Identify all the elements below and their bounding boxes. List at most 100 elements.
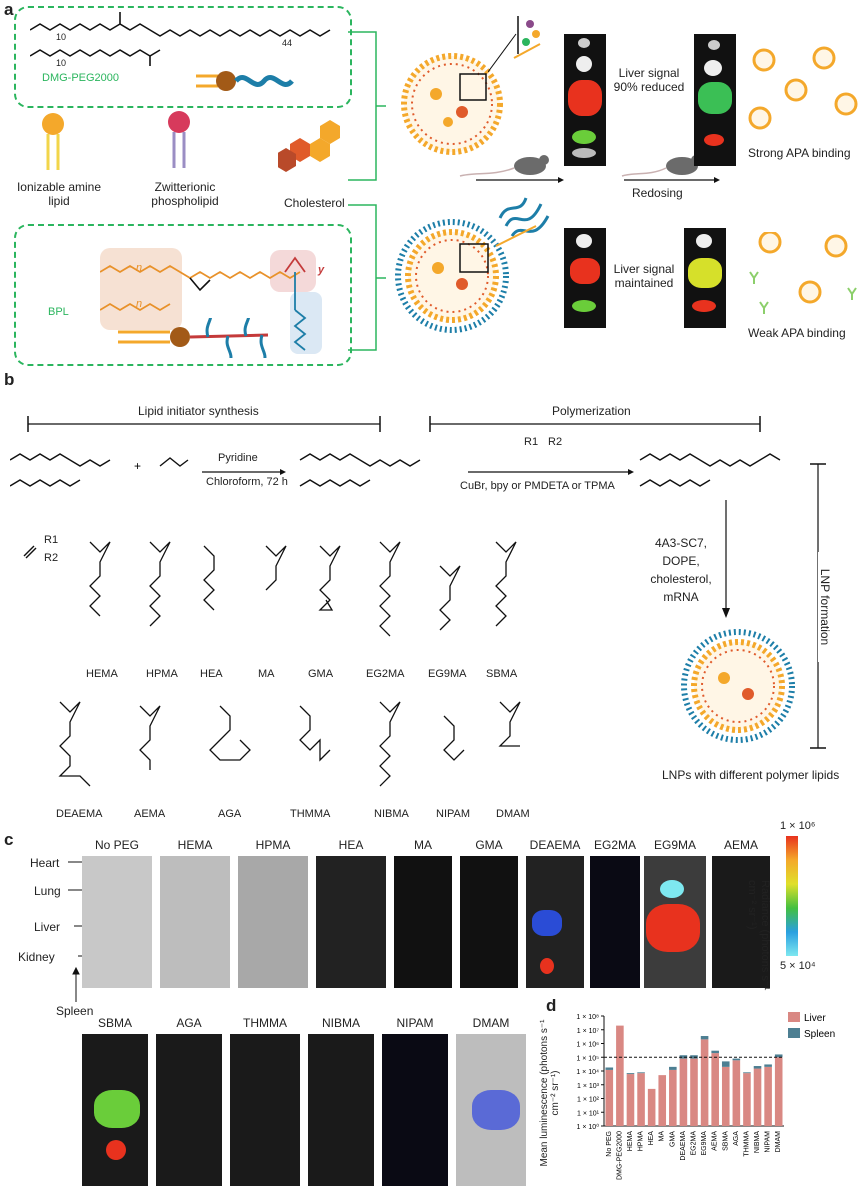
img-label-thmma: THMMA	[243, 1016, 287, 1030]
cholesterol-icon	[278, 120, 340, 172]
bar-liver	[743, 1073, 751, 1126]
zwitterionic-label: Zwitterionic phospholipid	[151, 180, 219, 208]
scale-min: 5 × 10⁴	[780, 960, 816, 972]
bar-liver	[669, 1069, 677, 1126]
x-tick-label: AEMA	[712, 1131, 719, 1151]
x-tick-label: GMA	[669, 1131, 676, 1147]
panel-a-letter: a	[4, 0, 14, 19]
bar-spleen	[626, 1073, 635, 1075]
x-tick-label: NIPAM	[765, 1131, 772, 1153]
bar-liver	[721, 1066, 730, 1126]
y-tick-label: 1 × 10³	[577, 1083, 600, 1090]
y-tick-label: 1 × 10¹	[577, 1110, 600, 1117]
img-label-aga: AGA	[176, 1016, 202, 1030]
bpl-lipid-icon	[118, 318, 269, 358]
bar-liver	[605, 1069, 614, 1126]
monomer-hea: HEA	[200, 668, 223, 680]
bar-liver	[690, 1058, 698, 1126]
bottom-signal-label: Liver signal maintained	[613, 262, 675, 290]
x-tick-label: SBMA	[722, 1131, 729, 1151]
panel-a-brackets	[348, 31, 386, 351]
x-tick-label: HEA	[648, 1131, 655, 1146]
monomer-deaema: DEAEMA	[56, 808, 103, 820]
dmam-liver	[472, 1090, 520, 1130]
bar-spleen	[711, 1050, 719, 1054]
bar-spleen	[774, 1054, 783, 1058]
mouse-arrow-redose	[621, 155, 720, 183]
bar-spleen	[764, 1064, 772, 1067]
organ-lung: Lung	[34, 884, 61, 898]
img-label-gma: GMA	[475, 838, 503, 852]
imaging-row2: SBMA AGA THMMA NIBMA NIPAM DMAM	[82, 1016, 542, 1186]
bar-liver	[647, 1088, 656, 1126]
bar-spleen	[605, 1067, 614, 1070]
legend-spleen-label: Spleen	[804, 1029, 835, 1040]
monomer-eg9ma: EG9MA	[428, 668, 467, 680]
img-label-aema: AEMA	[723, 838, 758, 852]
mouse-arrow-top	[459, 155, 564, 183]
bar-spleen	[753, 1066, 762, 1069]
bpl-tail-highlight	[100, 248, 182, 330]
bar-liver	[764, 1066, 772, 1126]
imaging-bottom-1	[564, 228, 606, 328]
r1-label: R1	[524, 436, 539, 448]
bar-liver	[626, 1074, 635, 1126]
bar-spleen	[721, 1061, 730, 1067]
monomer-generic	[23, 545, 37, 559]
radiance-scale	[786, 836, 798, 956]
bar-liver	[616, 1025, 624, 1126]
monomer-aga: AGA	[218, 808, 242, 820]
apa-strong-particles	[748, 46, 858, 130]
legend-liver-label: Liver	[804, 1013, 826, 1024]
apa-weak-particles	[749, 232, 857, 314]
bar-liver	[658, 1075, 667, 1126]
monomer-structures-row2	[58, 701, 521, 787]
x-tick-label: AGA	[733, 1131, 740, 1146]
lnp-bottom	[395, 219, 509, 333]
formulation-2: DOPE,	[662, 554, 700, 568]
bpl-sub-y: y	[318, 264, 325, 276]
deaema-spleen	[540, 958, 554, 974]
panel-b-headers	[27, 416, 761, 432]
img-label-eg9ma: EG9MA	[653, 838, 696, 852]
x-tick-label: EG2MA	[691, 1131, 698, 1156]
monomer-sbma: SBMA	[486, 668, 518, 680]
chart-ylabel: Mean luminescence (photons s⁻¹ cm⁻² sr⁻¹…	[539, 1019, 561, 1167]
formulation-3: cholesterol,	[650, 572, 712, 586]
monomer-thmma: THMMA	[290, 808, 331, 820]
dmg-sub-2: 10	[56, 58, 67, 68]
bar-spleen	[637, 1072, 645, 1074]
x-tick-label: HEMA	[627, 1131, 634, 1152]
organ-kidney: Kidney	[18, 950, 55, 964]
x-tick-label: DMG-PEG2000	[616, 1131, 623, 1180]
bpl-box	[14, 224, 352, 366]
organ-liver: Liver	[34, 920, 61, 934]
svg-text:+: +	[134, 459, 141, 473]
img-label-eg2ma: EG2MA	[593, 838, 636, 852]
y-tick-label: 1 × 10⁸	[576, 1014, 599, 1021]
bar-spleen	[700, 1036, 709, 1040]
generic-r1: R1	[44, 534, 59, 546]
bar-liver	[679, 1058, 688, 1126]
img-label-nipam: NIPAM	[396, 1016, 434, 1030]
bar-liver	[753, 1068, 762, 1126]
bar-liver	[732, 1060, 741, 1126]
weak-apa-label: Weak APA binding	[748, 326, 846, 340]
bar-spleen	[743, 1072, 751, 1074]
x-tick-label: DMAM	[775, 1131, 782, 1153]
lnp-polymer-particle	[681, 629, 795, 743]
generic-r2: R2	[44, 552, 59, 564]
monomer-aema: AEMA	[134, 808, 166, 820]
monomer-ma: MA	[258, 668, 275, 680]
imaging-bottom-2	[684, 228, 726, 328]
formulation-4: mRNA	[663, 590, 699, 604]
scale-max: 1 × 10⁶	[780, 820, 816, 832]
x-tick-label: THMMA	[743, 1131, 750, 1157]
y-tick-label: 1 × 10²	[577, 1097, 600, 1104]
organ-heart: Heart	[30, 856, 60, 870]
dmg-peg-structure	[30, 12, 331, 66]
bpl-sub-n1: n	[136, 262, 143, 274]
img-label-ma: MA	[414, 838, 432, 852]
bar-spleen	[732, 1058, 741, 1061]
